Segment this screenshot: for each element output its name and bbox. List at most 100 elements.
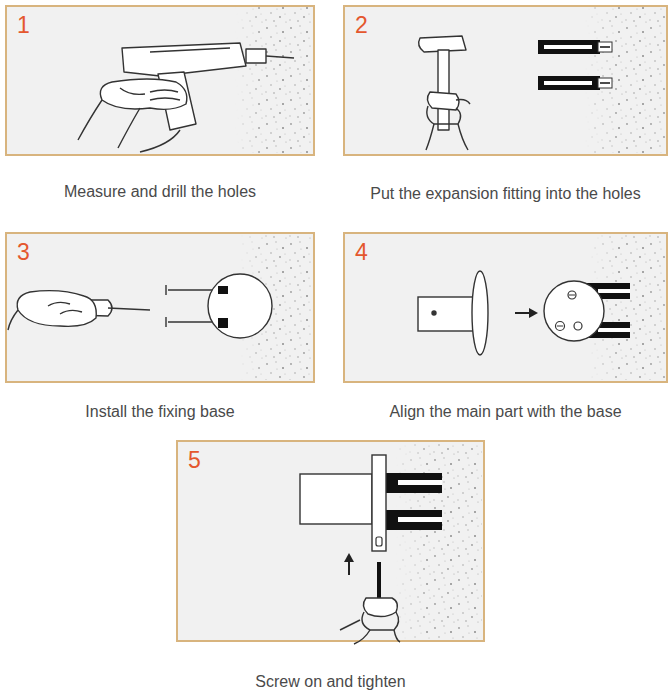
expansion-anchor-part	[538, 40, 600, 54]
expansion-anchor-part	[598, 289, 630, 293]
fixing-base-part	[574, 322, 582, 330]
hammer-illustration-part	[427, 106, 461, 124]
fixing-base-part	[568, 291, 576, 299]
screwdriver-illustration-part	[17, 291, 96, 327]
step-caption: Screw on and tighten	[158, 672, 503, 691]
step-number: 5	[188, 449, 201, 472]
step-number: 3	[17, 241, 30, 264]
wall-texture-part	[585, 7, 665, 153]
expansion-anchor-part	[598, 78, 612, 88]
direction-arrow-part	[515, 312, 531, 314]
wall-texture-part	[235, 7, 312, 153]
panel-step: 4Align the main part with the base	[343, 232, 668, 383]
expansion-anchor-part	[398, 517, 442, 522]
drill-illustration	[78, 43, 294, 152]
fixing-base-part	[556, 322, 565, 331]
wall-texture-part	[590, 234, 665, 380]
panel-step: 2Put the expansion fitting into the hole…	[343, 5, 668, 156]
holder-main-part-part	[300, 474, 372, 524]
expansion-anchor	[538, 40, 612, 90]
expansion-anchor-part	[585, 283, 630, 299]
hammer-illustration-part	[419, 36, 466, 52]
fixing-base-part	[569, 295, 575, 296]
expansion-anchor-part	[384, 473, 442, 493]
expansion-anchor-part	[598, 328, 630, 332]
step-caption: Align the main part with the base	[325, 402, 671, 421]
step-number: 4	[355, 241, 368, 264]
hand-illustration-part	[354, 630, 400, 644]
set-screw	[376, 537, 382, 598]
expansion-anchor-part	[384, 510, 442, 530]
set-screw-part	[376, 537, 382, 546]
fixing-base-part	[218, 318, 228, 328]
drill-illustration-part	[120, 88, 180, 100]
holder-main-part-part	[418, 297, 474, 331]
screw	[166, 285, 214, 327]
drill-illustration-part	[246, 49, 266, 63]
hand-illustration-part	[362, 612, 399, 630]
fixing-base-part	[218, 286, 228, 294]
expansion-anchor	[384, 473, 442, 530]
panel-step: 5Screw on and tighten	[176, 440, 485, 642]
hand-illustration	[340, 598, 400, 644]
hammer-illustration	[419, 36, 470, 150]
drill-illustration-part	[118, 108, 140, 148]
holder-main-part	[300, 455, 386, 551]
fixing-base-part	[208, 274, 272, 338]
expansion-anchor-part	[544, 81, 592, 85]
drill-illustration-part	[150, 48, 230, 52]
drill-illustration-part	[78, 100, 102, 140]
set-screw-part	[377, 562, 381, 598]
holder-main-part-part	[472, 271, 488, 355]
wall-texture	[235, 7, 665, 639]
panel-step: 3Install the fixing base	[5, 232, 315, 383]
screw-part	[168, 321, 214, 322]
screwdriver-illustration-part	[35, 300, 112, 316]
expansion-anchor-part	[600, 82, 610, 84]
screw-part	[165, 285, 166, 295]
direction-arrow-part	[344, 553, 354, 562]
drill-illustration-part	[266, 56, 294, 58]
screwdriver-illustration	[8, 291, 150, 330]
holder-main-part-part	[432, 311, 436, 315]
wall-texture-part	[395, 442, 482, 639]
drill-illustration-part	[100, 79, 187, 109]
direction-arrow-part	[529, 308, 538, 318]
fixing-base	[544, 281, 604, 341]
hand-illustration-part	[340, 620, 360, 630]
wall-texture-part	[240, 234, 312, 380]
screw-part	[168, 289, 214, 290]
step-caption: Install the fixing base	[0, 402, 333, 421]
screwdriver-illustration-part	[108, 308, 150, 310]
direction-arrow	[515, 308, 538, 318]
expansion-anchor-part	[585, 322, 630, 338]
step-number: 1	[17, 14, 30, 37]
fixing-base-part	[557, 326, 563, 327]
expansion-anchor-part	[538, 76, 600, 90]
step-number: 2	[355, 14, 368, 37]
hammer-illustration-part	[426, 124, 468, 150]
expansion-anchor-part	[600, 46, 610, 48]
expansion-anchor-part	[398, 480, 442, 485]
step-caption: Measure and drill the holes	[0, 182, 333, 201]
fixing-base-part	[544, 281, 604, 341]
expansion-anchor-part	[544, 45, 592, 49]
hammer-illustration-part	[456, 100, 470, 105]
fixing-base	[208, 274, 272, 338]
holder-main-part	[418, 271, 488, 355]
hammer-illustration-part	[438, 50, 449, 130]
drill-illustration-part	[158, 72, 196, 130]
direction-arrow-part	[348, 560, 350, 575]
panel-step: 1Measure and drill the holes	[5, 5, 315, 156]
direction-arrow	[344, 553, 354, 575]
hammer-illustration-part	[427, 92, 459, 110]
screwdriver-illustration-part	[8, 310, 18, 330]
drill-illustration-part	[140, 130, 180, 152]
hand-illustration-part	[363, 598, 397, 617]
expansion-anchor-part	[598, 42, 612, 52]
step-caption: Put the expansion fitting into the holes	[325, 184, 671, 203]
screwdriver-illustration-part	[48, 302, 82, 314]
expansion-anchor	[585, 283, 630, 338]
